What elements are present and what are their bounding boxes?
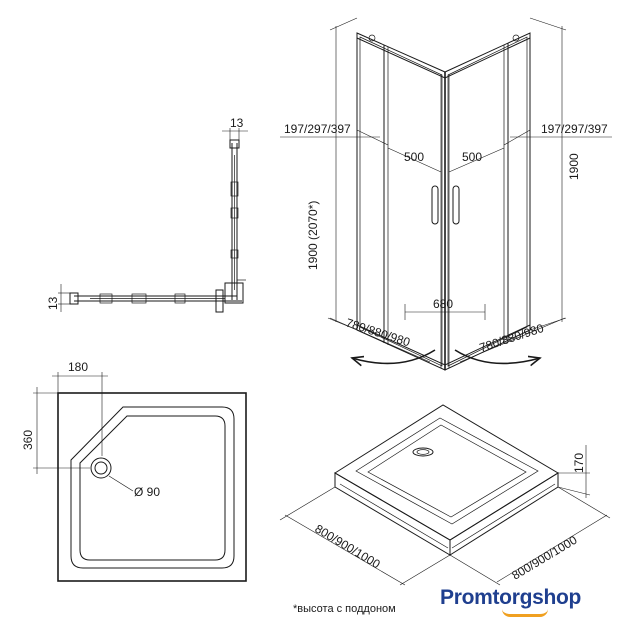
tray-plan-dim-top-label: 180: [68, 360, 88, 374]
tray-plan-dim-left-label: 360: [21, 430, 35, 450]
cabin-entry-label: 680: [433, 297, 453, 311]
profile-section-view: [58, 128, 248, 313]
brand-logo: Promtorgshop: [440, 586, 582, 617]
cabin-height-left-label: 1900 (2070*): [306, 201, 320, 270]
profile-dim-left-label: 13: [46, 296, 60, 310]
logo-swoosh-icon: [502, 609, 548, 617]
cabin-width-left-label: 197/297/397: [284, 122, 351, 136]
profile-dim-top-label: 13: [230, 116, 244, 130]
tray-iso-side-right-label: 800/900/1000: [509, 533, 579, 583]
cabin-door-right-label: 500: [462, 150, 482, 164]
cabin-side-left-label: 780/880/980: [344, 316, 412, 350]
logo-text-part2: shop: [532, 586, 582, 609]
cabin-side-right-label: 780/880/980: [478, 321, 546, 355]
tray-plan-drain-label: Ø 90: [134, 485, 160, 499]
cabin-perspective-view: [280, 17, 612, 371]
footnote: *высота с поддоном: [293, 603, 396, 615]
tray-iso-side-left-label: 800/900/1000: [312, 522, 382, 572]
cabin-height-right-label: 1900: [567, 153, 581, 180]
tray-iso-height-label: 170: [572, 453, 586, 473]
tray-plan-view: [33, 372, 247, 582]
logo-text-part1: Promtorg: [440, 586, 533, 609]
tray-isometric-view: [279, 404, 611, 586]
cabin-width-right-label: 197/297/397: [541, 122, 608, 136]
cabin-door-left-label: 500: [404, 150, 424, 164]
